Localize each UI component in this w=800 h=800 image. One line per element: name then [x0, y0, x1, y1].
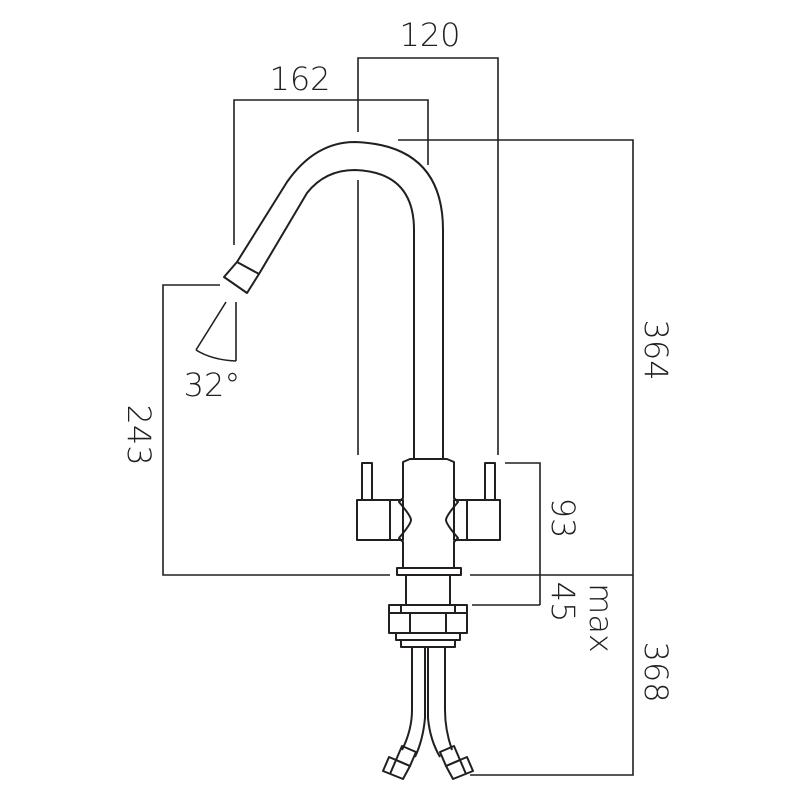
angle-32: 32°	[184, 301, 241, 404]
dim-243-label: 243	[120, 404, 158, 465]
dimension-120: 120	[357, 16, 499, 455]
dim-93-label: 93	[544, 498, 582, 539]
dim-368-label: 368	[637, 641, 675, 702]
dimension-364: 364	[398, 139, 675, 575]
dim-162-label: 162	[269, 60, 330, 98]
aerator-nozzle	[223, 261, 260, 294]
left-handle	[356, 462, 404, 541]
dimension-162: 162	[233, 60, 429, 245]
dim-max-label: max	[582, 583, 620, 653]
dimension-max-45: 45 max	[472, 582, 620, 653]
dim-45-label: 45	[544, 582, 582, 623]
flexible-hoses	[382, 647, 474, 780]
right-handle	[453, 462, 501, 541]
spout	[223, 141, 444, 458]
dim-120-label: 120	[399, 16, 460, 54]
dim-364-label: 364	[637, 319, 675, 380]
dimension-93: 93	[505, 462, 582, 605]
dimension-368: 368	[470, 575, 675, 776]
tap-body	[398, 458, 459, 569]
angle-label: 32°	[184, 366, 241, 404]
dimension-243: 243	[120, 284, 633, 576]
mounting-assembly	[388, 567, 468, 648]
